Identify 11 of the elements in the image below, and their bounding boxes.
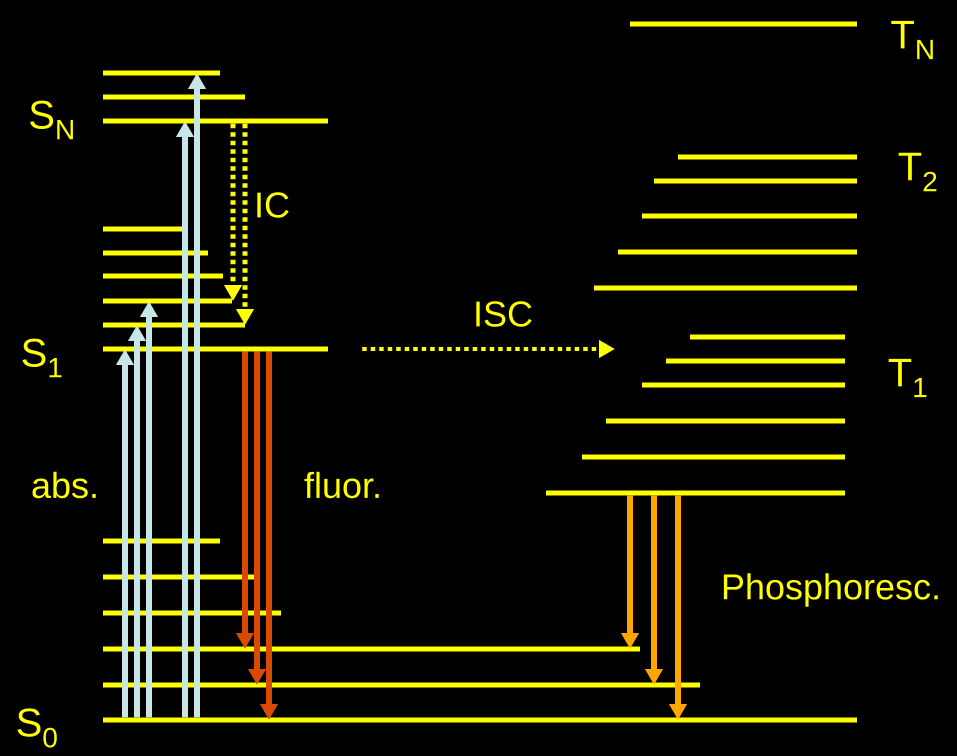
level-label: T$_{1}$ [888, 358, 926, 398]
level-label: T$_{N}$ [891, 20, 933, 60]
level-label: T$_{2}$ [898, 152, 936, 192]
level-label: S$_{0}$ [17, 708, 57, 748]
level-label: abs. [32, 472, 96, 498]
level-label: S$_{1}$ [22, 338, 62, 378]
level-label: ISC [476, 301, 532, 327]
level-label: S$_{N}$ [30, 100, 73, 140]
level-label: Phosphoresc. [724, 573, 938, 607]
level-label: fluor. [304, 472, 379, 498]
level-label: IC [257, 192, 289, 218]
